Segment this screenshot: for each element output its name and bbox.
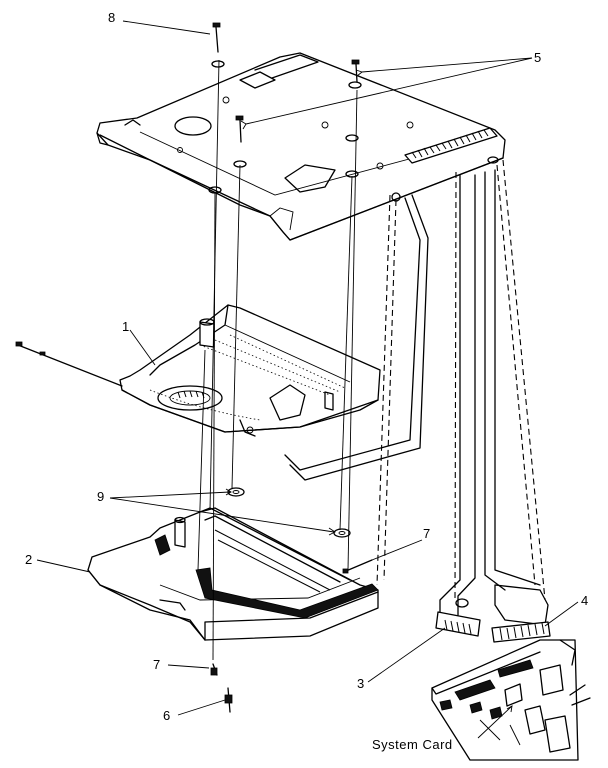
guide-lines [197,59,546,661]
screw-5-left [235,115,244,143]
screw-8 [212,22,221,53]
ribbon-cable-4 [484,169,551,643]
callout-4: 4 [581,593,589,608]
callout-6: 6 [163,708,171,723]
screw-6 [224,687,233,713]
base-tray [87,507,379,641]
callout-7-left: 7 [153,657,161,672]
top-cover-plate [96,52,506,241]
ribbon-cable-3 [435,174,481,637]
callout-9: 9 [97,489,105,504]
callout-8: 8 [108,10,116,25]
flex-cable-1 [284,194,429,481]
screw-7-right [342,559,373,574]
leader-lines [36,20,579,739]
washer-9-right [333,528,351,538]
callout-1: 1 [122,319,130,334]
screw-7-left [210,663,218,676]
callout-3: 3 [357,676,365,691]
screw-5-right [351,59,360,83]
system-card-caption: System Card [372,737,453,752]
callout-5: 5 [534,50,542,65]
callout-2: 2 [25,552,33,567]
drive-mechanism [15,304,381,437]
system-card [431,639,591,761]
callout-7-right: 7 [423,526,431,541]
